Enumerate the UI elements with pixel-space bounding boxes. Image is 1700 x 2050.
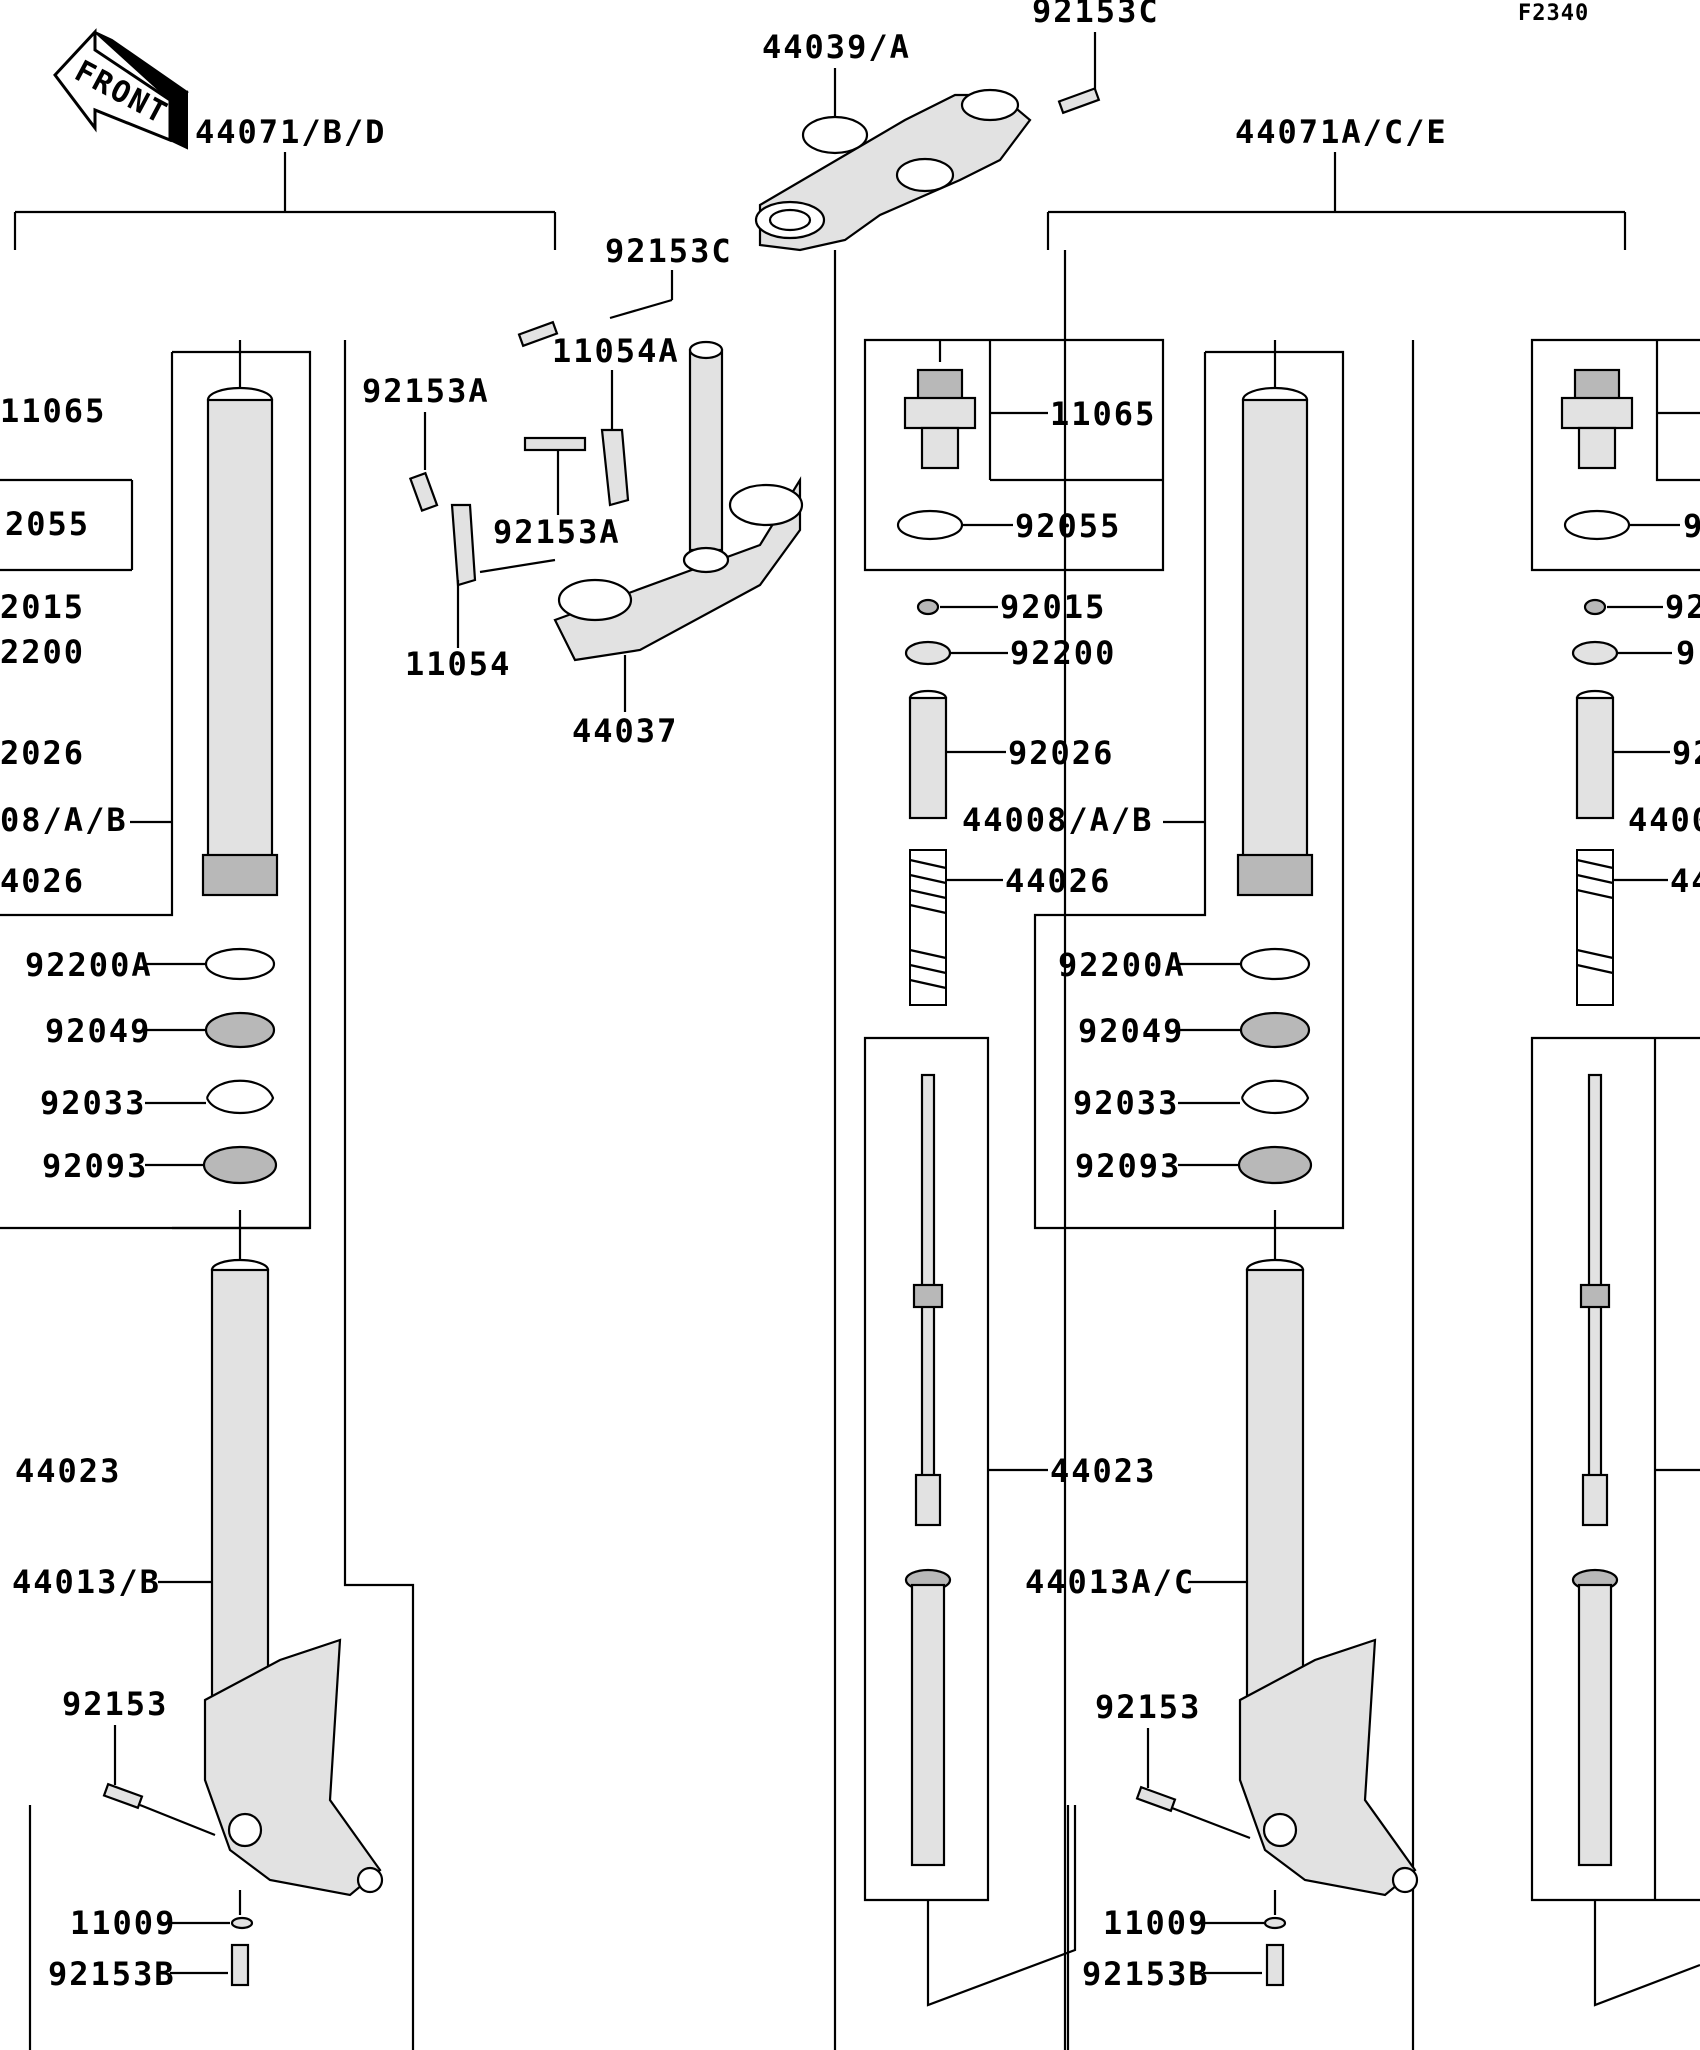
label-l-92153b: 92153B <box>48 1955 176 1993</box>
bolt-92153a-1 <box>408 471 439 513</box>
label-m-92200: 92200 <box>1010 634 1116 672</box>
right-washer-11009 <box>1263 1916 1287 1930</box>
right-bolt-92153 <box>1135 1785 1177 1813</box>
label-m-44008: 44008/A/B <box>962 801 1153 839</box>
label-92153a-2: 92153A <box>493 513 621 551</box>
bolt-92153a-2 <box>523 436 587 452</box>
label-r-92153: 92153 <box>1095 1688 1201 1726</box>
right-seal-parts <box>1237 947 1313 1185</box>
label-fr-92015: 92 <box>1665 588 1700 626</box>
label-r-92153b: 92153B <box>1082 1955 1210 1993</box>
label-l-92200a: 92200A <box>25 946 153 984</box>
right-outer-tube-44008 <box>1236 386 1314 897</box>
right-inner-tube-44013 <box>1238 1258 1419 1897</box>
left-bolt-92153b <box>230 1943 250 1987</box>
label-m-92026: 92026 <box>1008 734 1114 772</box>
right-bolt-92153b <box>1265 1943 1285 1987</box>
label-l-92015: 2015 <box>0 588 85 626</box>
label-m-11065: 11065 <box>1050 395 1156 433</box>
middle-cap-11065 <box>903 368 977 470</box>
label-r-92033: 92033 <box>1073 1084 1179 1122</box>
label-m-44026: 44026 <box>1005 862 1111 900</box>
label-11054: 11054 <box>405 645 511 683</box>
far-right-washer <box>1571 640 1619 666</box>
label-fr-92200: 9 <box>1676 634 1697 672</box>
bolt-92153c-mid <box>517 320 559 348</box>
label-fr-92055: 9 <box>1683 507 1700 545</box>
left-washer-11009 <box>230 1916 254 1930</box>
label-l-44026: 4026 <box>0 862 85 900</box>
label-fr-92026: 92 <box>1672 734 1700 772</box>
label-11054a: 11054A <box>552 332 680 370</box>
label-44071-b-d: 44071/B/D <box>195 113 386 151</box>
left-seal-parts <box>202 947 278 1185</box>
label-l-11009: 11009 <box>70 1904 176 1942</box>
label-l-11065: 11065 <box>0 392 106 430</box>
label-l-92026: 2026 <box>0 734 85 772</box>
left-bolt-92153 <box>102 1782 144 1810</box>
label-44071a-c-e: 44071A/C/E <box>1235 113 1448 151</box>
middle-washer-92200 <box>904 640 952 666</box>
label-l-92033: 92033 <box>40 1084 146 1122</box>
label-l-44013: 44013/B <box>12 1563 161 1601</box>
middle-nut-92015 <box>916 598 940 616</box>
middle-cylinder <box>904 1568 952 1867</box>
left-inner-tube-44013 <box>203 1258 384 1897</box>
label-r-11009: 11009 <box>1103 1904 1209 1942</box>
label-44037: 44037 <box>572 712 678 750</box>
far-right-nut <box>1583 598 1607 616</box>
bolt-92153c-top <box>1057 87 1101 115</box>
label-r-92200a: 92200A <box>1058 946 1186 984</box>
label-l-92093: 92093 <box>42 1147 148 1185</box>
label-fr-44026: 44 <box>1670 862 1700 900</box>
label-92153c-mid: 92153C <box>605 232 733 270</box>
middle-collar-92026 <box>908 689 948 820</box>
figure-code: F2340 <box>1518 1 1589 26</box>
middle-damper-rod-44023 <box>912 1073 944 1527</box>
label-l-44008: 08/A/B <box>0 801 128 839</box>
upper-triple-clamp-44039 <box>754 88 1032 252</box>
far-right-spring <box>1576 849 1614 1006</box>
lower-triple-clamp-44037 <box>553 340 804 662</box>
label-92153c-top: 92153C <box>1032 0 1160 30</box>
label-l-92153: 92153 <box>62 1685 168 1723</box>
label-m-44023: 44023 <box>1050 1452 1156 1490</box>
bracket-11054 <box>450 503 477 587</box>
label-l-44023: 44023 <box>15 1452 121 1490</box>
far-right-damper-rod <box>1571 1073 1619 1867</box>
far-right-cap <box>1560 368 1634 470</box>
middle-oring-92055 <box>896 509 964 541</box>
label-44039-a: 44039/A <box>762 28 911 66</box>
bracket-11054a <box>600 428 630 507</box>
label-m-92055: 92055 <box>1015 507 1121 545</box>
front-arrow-icon: FRONT <box>53 28 189 150</box>
label-r-92093: 92093 <box>1075 1147 1181 1185</box>
label-r-44013: 44013A/C <box>1025 1563 1195 1601</box>
label-92153a-1: 92153A <box>362 372 490 410</box>
far-right-oring <box>1563 509 1631 541</box>
label-l-92049: 92049 <box>45 1012 151 1050</box>
middle-spring-44026 <box>909 849 947 1006</box>
label-l-92055: 2055 <box>5 505 90 543</box>
label-fr-44008: 4400 <box>1628 801 1700 839</box>
left-outer-tube-44008 <box>201 386 279 897</box>
label-l-92200: 2200 <box>0 633 85 671</box>
far-right-collar <box>1575 689 1615 820</box>
label-r-92049: 92049 <box>1078 1012 1184 1050</box>
label-m-92015: 92015 <box>1000 588 1106 626</box>
